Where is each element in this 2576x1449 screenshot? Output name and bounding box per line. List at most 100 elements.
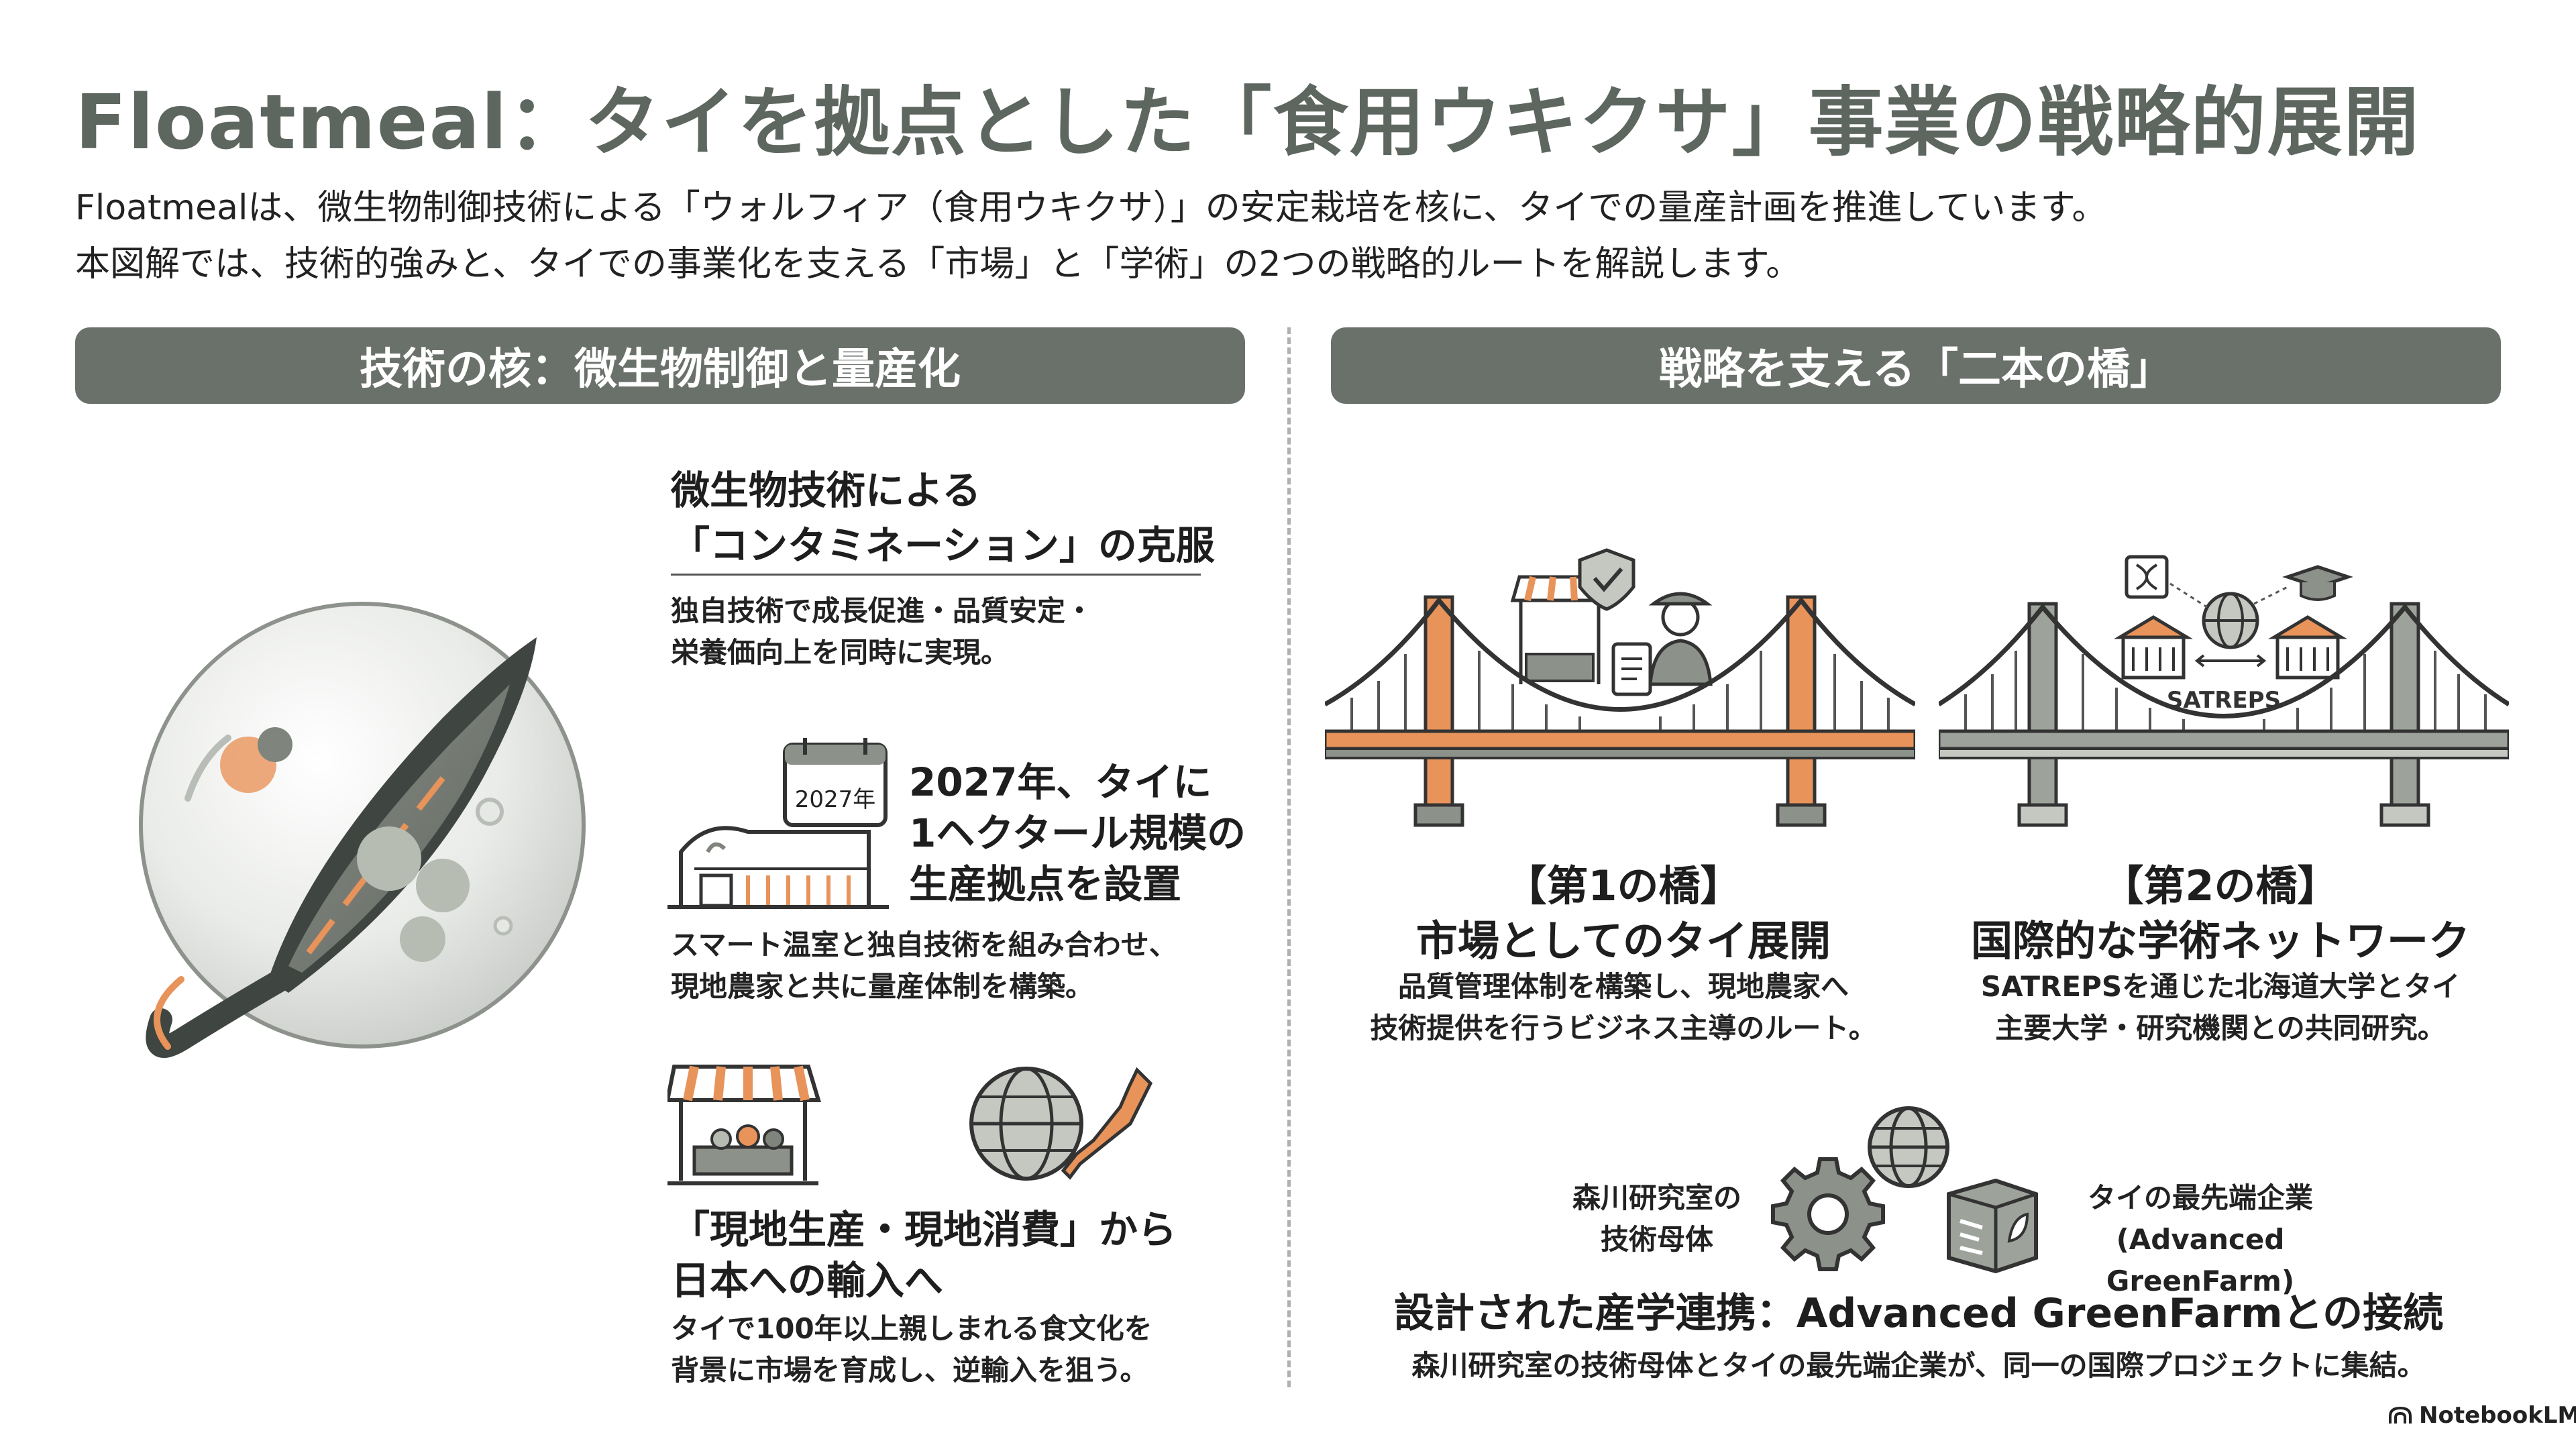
- connection-left-label-line-1: 森川研究室の: [1572, 1181, 1741, 1214]
- tech-block-2-body-line-2: 現地農家と共に量産体制を構築。: [671, 970, 1094, 1003]
- bridge-1-label: 【第1の橋】: [1505, 861, 1742, 910]
- leaf-vein-accent: [306, 776, 445, 955]
- produce-3: [763, 1128, 784, 1150]
- bridge-2-academic-scene: [2113, 555, 2353, 680]
- bridge-1-suspenders: [1350, 651, 1890, 731]
- tech-block-1-title: 微生物技術による 「コンタミネーション」の克服: [671, 463, 1215, 573]
- tech-block-1-title-line-1: 微生物技術による: [671, 468, 981, 513]
- notebooklm-logo-icon: [2389, 1406, 2412, 1424]
- bridge-2-heading: 【第2の橋】 国際的な学術ネットワーク: [1932, 859, 2509, 969]
- awning-stripes: [683, 1065, 810, 1102]
- gear-icon: [1771, 1157, 1885, 1271]
- bridge-1-heading: 【第1の橋】 市場としてのタイ展開: [1335, 859, 1912, 969]
- cell-sage-2: [416, 859, 470, 912]
- tech-block-3-title-line-2: 日本への輸入へ: [671, 1258, 944, 1303]
- footer-brand: NotebookLM: [2388, 1402, 2576, 1429]
- bridge-1-tower-right: [1786, 595, 1817, 814]
- bridge-2-illustration: SATREPS: [1939, 555, 2509, 827]
- calendar-header: [785, 745, 885, 765]
- bridge-2-pier-right: [2379, 803, 2430, 827]
- bridge-1-main-cable: [1325, 596, 1915, 712]
- company-box-icon: [1947, 1178, 2038, 1274]
- orb-highlight: [184, 735, 231, 802]
- bridge-1-body-line-2: 技術提供を行うビジネス主導のルート。: [1370, 1012, 1877, 1044]
- tech-block-1-title-line-2: 「コンタミネーション」の克服: [671, 523, 1215, 568]
- bridge-1-deck-under: [1325, 747, 1915, 759]
- intro-line-2: 本図解では、技術的強みと、タイでの事業化を支える「市場」と「学術」の2つの戦略的…: [75, 244, 1801, 284]
- bridge-2-tower-right: [2390, 602, 2420, 814]
- bridge-1-title: 市場としてのタイ展開: [1415, 916, 1831, 965]
- tech-block-1-body: 独自技術で成長促進・品質安定・ 栄養価向上を同時に実現。: [671, 590, 1093, 674]
- globe-icon: [1868, 1106, 1949, 1188]
- right-section-header: 戦略を支える「二本の橋」: [1331, 327, 2501, 404]
- tech-block-3-title-line-1: 「現地生産・現地消費」から: [671, 1207, 1177, 1252]
- bridge-1-market-scene: [1510, 548, 1713, 696]
- globe-japan-icon: [969, 1067, 1153, 1181]
- greenhouse-body: [679, 826, 871, 906]
- calendar-label: 2027年: [795, 786, 876, 813]
- connection-title: 設計された産学連携：Advanced GreenFarmとの接続: [1393, 1290, 2444, 1337]
- tech-block-2-title: 2027年、タイに 1ヘクタール規模の 生産拠点を設置: [909, 757, 1246, 910]
- bridge-2-suspenders: [1964, 651, 2487, 731]
- bridge-1-tower-left: [1424, 595, 1454, 814]
- check-icon: [1593, 568, 1623, 592]
- farmer-hat: [1648, 592, 1713, 606]
- tech-block-3-body: タイで100年以上親しまれる食文化を 背景に市場を育成し、逆輸入を狙う。: [671, 1308, 1152, 1391]
- connection-left-label-line-2: 技術母体: [1600, 1223, 1713, 1256]
- bubble-1: [476, 798, 504, 826]
- tech-block-1-body-line-1: 独自技術で成長促進・品質安定・: [671, 594, 1094, 627]
- produce-2: [736, 1124, 760, 1148]
- left-section-header: 技術の核：微生物制御と量産化: [75, 327, 1245, 404]
- university-building-left: [2113, 615, 2194, 680]
- leaf-stem: [146, 968, 293, 1058]
- connection-right-label-line-2: (Advanced GreenFarm): [2106, 1223, 2295, 1297]
- greenhouse-calendar-icon: 2027年: [667, 738, 889, 909]
- bridge-2-body: SATREPSを通じた北海道大学とタイ 主要大学・研究機関との共同研究。: [1932, 966, 2509, 1049]
- tech-block-2-title-line-3: 生産拠点を設置: [909, 861, 1182, 907]
- greenhouse-sprout: [706, 842, 727, 853]
- bridge-1-body-line-1: 品質管理体制を構築し、現地農家へ: [1397, 970, 1849, 1003]
- globe-latitudes: [979, 1095, 1073, 1152]
- wolffia-orb-illustration: [139, 602, 586, 1058]
- section-divider: [1287, 327, 1291, 1387]
- cell-gray: [258, 727, 292, 762]
- connection-right-label: タイの最先端企業 (Advanced GreenFarm): [2026, 1177, 2375, 1302]
- bridge-1-illustration: [1325, 548, 1915, 827]
- farmer-body: [1648, 639, 1713, 686]
- bridge-1-deck: [1325, 729, 1915, 751]
- bridge-1-body: 品質管理体制を構築し、現地農家へ 技術提供を行うビジネス主導のルート。: [1335, 966, 1912, 1049]
- footer-brand-text: NotebookLM: [2419, 1402, 2576, 1429]
- bridge-2-deck-under: [1939, 747, 2509, 759]
- tech-block-2-body-line-1: スマート温室と独自技術を組み合わせ、: [671, 928, 1177, 961]
- bridge-2-tower-left: [2027, 602, 2058, 814]
- bridge-2-body-line-1: SATREPSを通じた北海道大学とタイ: [1980, 970, 2461, 1003]
- bubble-2: [493, 916, 513, 936]
- japan-map: [1061, 1067, 1153, 1180]
- connection-right-label-line-1: タイの最先端企業: [2087, 1181, 2313, 1214]
- university-building-right: [2267, 615, 2348, 680]
- tech-block-2-body: スマート温室と独自技術を組み合わせ、 現地農家と共に量産体制を構築。: [671, 924, 1177, 1008]
- bridge-2-main-cable: [1939, 603, 2509, 718]
- produce-1: [710, 1128, 732, 1150]
- bridge-1-pier-left: [1413, 803, 1464, 827]
- tech-block-3-body-line-1: タイで100年以上親しまれる食文化を: [671, 1312, 1152, 1345]
- greenhouse-panels: [746, 875, 851, 906]
- page-title: Floatmeal：タイを拠点とした「食用ウキクサ」事業の戦略的展開: [75, 79, 2420, 166]
- tech-block-2-title-line-2: 1ヘクタール規模の: [909, 810, 1246, 856]
- bridge-2-deck: [1939, 729, 2509, 751]
- tech-block-1-body-line-2: 栄養価向上を同時に実現。: [671, 636, 1010, 669]
- satreps-sign: SATREPS: [2167, 687, 2281, 714]
- bridge-2-title: 国際的な学術ネットワーク: [1970, 916, 2470, 965]
- cell-sage-3: [400, 916, 445, 962]
- tech-block-3-body-line-2: 背景に市場を育成し、逆輸入を狙う。: [671, 1354, 1148, 1387]
- stem-accent: [154, 976, 184, 1050]
- bridge-2-pier-left: [2017, 803, 2068, 827]
- exchange-arrow-icon: [2194, 654, 2267, 667]
- connection-left-label: 森川研究室の 技術母体: [1536, 1177, 1778, 1260]
- shield-icon: [1578, 548, 1635, 611]
- connection-body: 森川研究室の技術母体とタイの最先端企業が、同一の国際プロジェクトに集結。: [1411, 1349, 2426, 1382]
- bridge-1-pier-right: [1776, 803, 1827, 827]
- stall-counter: [692, 1145, 794, 1176]
- cell-sage-1: [357, 826, 421, 891]
- tech-block-2-title-line-1: 2027年、タイに: [909, 759, 1212, 805]
